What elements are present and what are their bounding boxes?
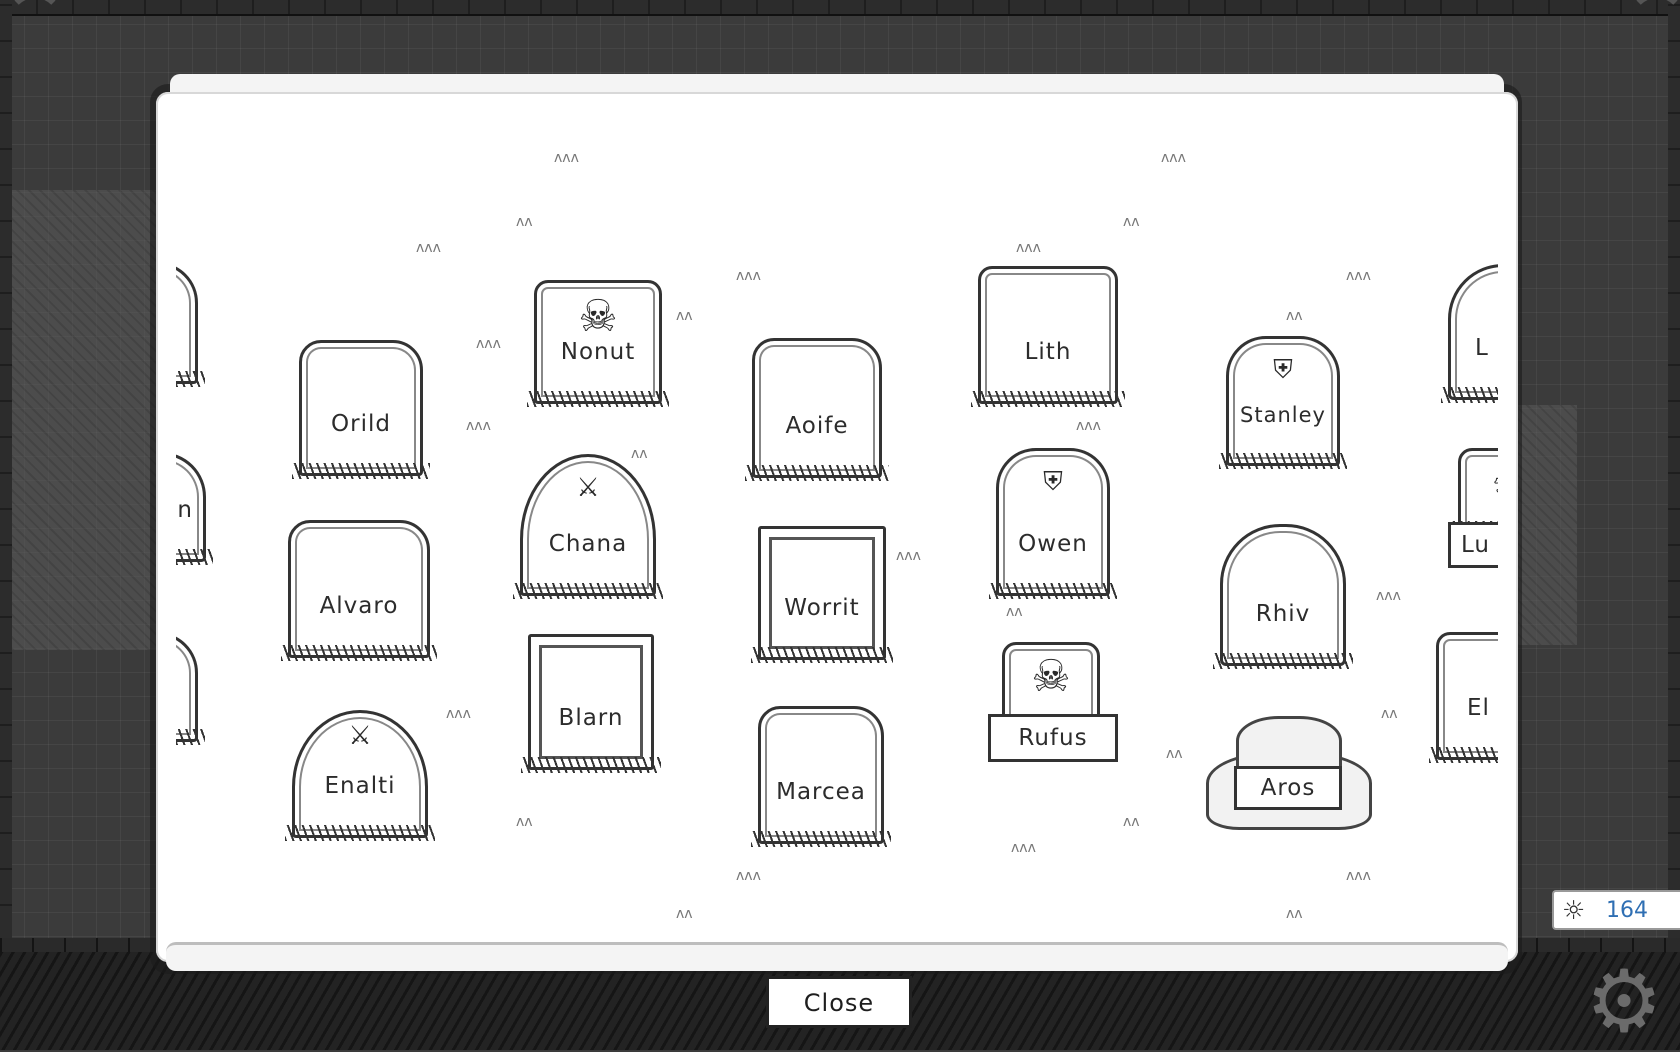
grass-tuft: ʌʌ [1123,214,1140,230]
gravestone-lith[interactable]: Lith [971,266,1125,407]
gravestone-name: Nonut [560,339,636,365]
gravestone-name: Chana [548,531,628,557]
gravestone-enalti[interactable]: ⚔ Enalti [285,710,435,841]
gravestone-name: Owen [1018,531,1088,557]
grass-tuft: ʌʌ [631,446,648,462]
dungeon-room-left [12,190,162,650]
currency-value: 164 [1606,898,1648,923]
gravestone-worrit[interactable]: Worrit [751,526,893,663]
gravestone-name: Marcea [776,779,866,805]
grass-tuft: ʌʌ [1286,906,1303,922]
dungeon-wall-left [0,0,12,1050]
skull-icon: ☠ [1492,459,1498,503]
gravestone-stanley[interactable]: ⛨ Stanley [1219,336,1347,469]
grass-tuft: ʌʌʌ [1376,588,1401,604]
gravestone-rhiv[interactable]: Rhiv [1213,524,1353,669]
gravestone-name: Orild [331,411,391,437]
gravestone-marcea[interactable]: Marcea [751,706,891,847]
gravestone-chana[interactable]: ⚔ Chana [513,454,663,599]
gravestone-edge-right-3[interactable]: El [1429,632,1498,763]
gravestone-nonut[interactable]: ☠ Nonut [527,280,669,407]
graveyard-viewport[interactable]: ʌʌʌ ʌʌʌ ʌʌ ʌʌ ʌʌʌ ʌʌʌ ʌʌʌ ʌʌʌ ʌʌ ʌʌ ʌʌʌ … [176,112,1498,942]
skull-icon: ☠ [578,291,618,342]
gravestone-name: Stanley [1240,403,1326,427]
grass-tuft: ʌʌʌ [736,268,761,284]
gravestone-name: Enalti [324,773,396,799]
grass-tuft: ʌʌ [1286,308,1303,324]
grass-tuft: ʌʌʌ [1346,868,1371,884]
grass-tuft: ʌʌʌ [446,706,471,722]
gravestone-name: Aros [1260,775,1316,801]
grass-tuft: ʌʌ [516,814,533,830]
gravestone-aros-plaque[interactable]: Aros [1234,766,1342,810]
gravestone-blarn[interactable]: Blarn [521,634,661,773]
gravestone-edge-right-1[interactable]: L [1441,264,1498,403]
grass-tuft: ʌʌʌ [736,868,761,884]
grass-tuft: ʌʌʌ [466,418,491,434]
gravestone-edge-left-2[interactable]: n [176,452,213,565]
gravestone-name: L [1475,335,1489,361]
grass-tuft: ʌʌʌ [1011,840,1036,856]
gear-icon[interactable]: ⚙ [1585,952,1663,1052]
shield-icon: ⛨ [1043,467,1063,497]
gravestone-edge-left-3[interactable] [176,632,205,745]
grass-tuft: ʌʌ [676,906,693,922]
gravestone-edge-left-1[interactable] [176,262,205,387]
gravestone-alvaro[interactable]: Alvaro [281,520,437,661]
gravestone-name: Worrit [784,595,860,621]
gravestone-owen[interactable]: ⛨ Owen [989,448,1117,599]
grass-tuft: ʌʌ [1123,814,1140,830]
grass-tuft: ʌʌ [1166,746,1183,762]
graveyard-panel[interactable]: ʌʌʌ ʌʌʌ ʌʌ ʌʌ ʌʌʌ ʌʌʌ ʌʌʌ ʌʌʌ ʌʌ ʌʌ ʌʌʌ … [156,92,1518,962]
gravestone-name: Lu [1461,532,1490,558]
grass-tuft: ʌʌʌ [476,336,501,352]
gravestone-name: Rufus [1018,725,1088,751]
gravestone-name: n [177,497,193,523]
grass-tuft: ʌʌʌ [1076,418,1101,434]
gravestone-edge-right-2-plaque[interactable]: Lu [1448,522,1498,568]
gravestone-name: Alvaro [319,593,399,619]
gravestone-aoife[interactable]: Aoife [745,338,889,481]
sun-icon: ☼ [1562,896,1586,926]
grass-tuft: ʌʌʌ [416,240,441,256]
grass-tuft: ʌʌʌ [554,150,579,166]
gravestone-name: Blarn [558,705,624,731]
gravestone-name: Aoife [785,413,849,439]
currency-counter: ☼ 164 [1552,890,1680,930]
gravestone-name: Rhiv [1255,601,1311,627]
grass-tuft: ʌʌʌ [1346,268,1371,284]
grass-tuft: ʌʌʌ [1016,240,1041,256]
crossed-swords-icon: ⚔ [576,473,600,503]
gravestone-orild[interactable]: Orild [292,340,430,479]
grass-tuft: ʌʌ [1006,604,1023,620]
dungeon-wall-right [1668,0,1680,1050]
grass-tuft: ʌʌʌ [1161,150,1186,166]
scroll-roll-bottom [166,942,1508,971]
gravestone-name: El [1467,695,1490,721]
close-button[interactable]: Close [766,976,912,1028]
gravestone-name: Lith [1024,339,1072,365]
crossed-swords-icon: ⚔ [348,721,372,751]
dungeon-wall-top [0,0,1680,16]
gravestone-rufus-plaque[interactable]: Rufus [988,714,1118,762]
grass-tuft: ʌʌ [516,214,533,230]
grass-tuft: ʌʌʌ [896,548,921,564]
grass-tuft: ʌʌ [676,308,693,324]
shield-icon: ⛨ [1273,355,1293,385]
grass-tuft: ʌʌ [1381,706,1398,722]
skull-icon: ☠ [1031,651,1071,702]
